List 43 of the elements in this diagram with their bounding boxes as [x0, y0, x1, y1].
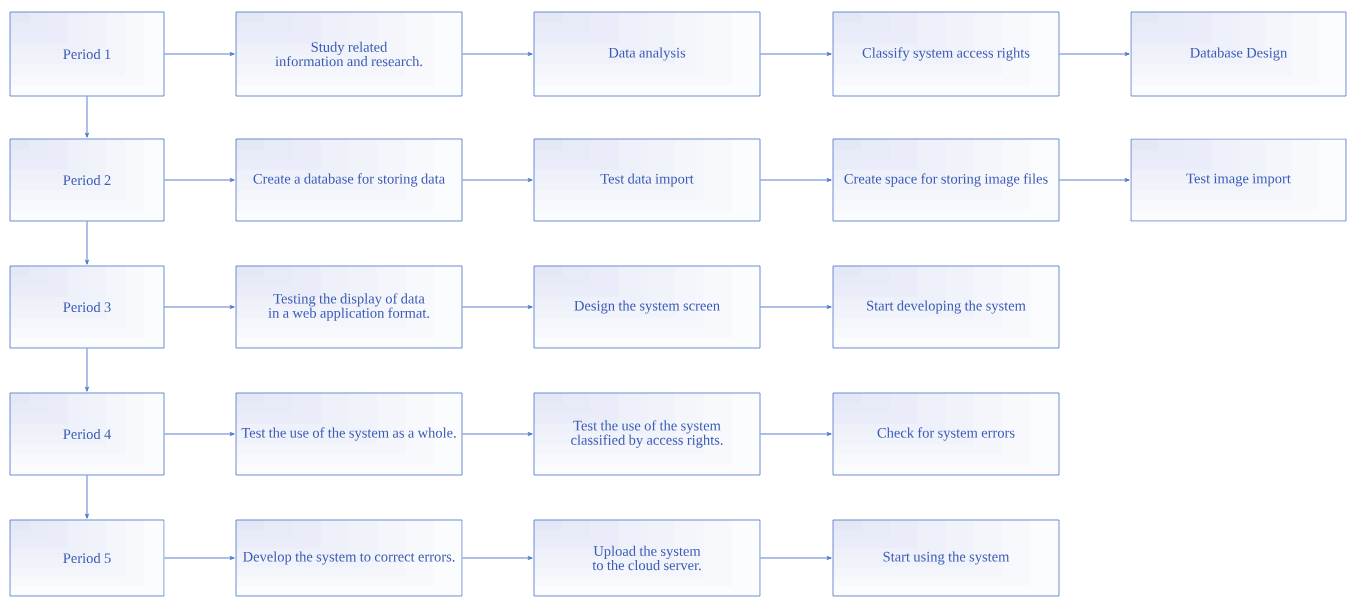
- task-box: Create space for storing image files: [832, 138, 1060, 222]
- arrow: [759, 432, 832, 436]
- task-box: Upload the system to the cloud server.: [533, 519, 761, 597]
- arrow: [461, 556, 533, 560]
- arrow: [759, 305, 832, 309]
- task-box: Test image import: [1130, 138, 1347, 222]
- arrow: [163, 556, 235, 560]
- period-box: Period 3: [9, 265, 165, 349]
- arrow: [461, 305, 533, 309]
- arrow: [759, 178, 832, 182]
- task-box: Test the use of the system classified by access rights.: [533, 392, 761, 476]
- task-box: Design the system screen: [533, 265, 761, 349]
- task-box: Test data import: [533, 138, 761, 222]
- task-box: Classify system access rights: [832, 11, 1060, 97]
- task-box: Testing the display of data in a web application format.: [235, 265, 463, 349]
- arrow: [163, 305, 235, 309]
- task-box: Test the use of the system as a whole.: [235, 392, 463, 476]
- task-box: Check for system errors: [832, 392, 1060, 476]
- arrow: [85, 220, 89, 265]
- arrow: [1058, 178, 1130, 182]
- task-box: Database Design: [1130, 11, 1347, 97]
- task-box: Study related information and research.: [235, 11, 463, 97]
- arrow: [85, 474, 89, 519]
- task-box: Start using the system: [832, 519, 1060, 597]
- task-box: Create a database for storing data: [235, 138, 463, 222]
- arrow: [85, 347, 89, 392]
- arrow: [461, 178, 533, 182]
- period-box: Period 4: [9, 392, 165, 476]
- arrow: [759, 52, 832, 56]
- arrow: [163, 52, 235, 56]
- task-box: Start developing the system: [832, 265, 1060, 349]
- arrow: [461, 52, 533, 56]
- task-box: Develop the system to correct errors.: [235, 519, 463, 597]
- period-box: Period 5: [9, 519, 165, 597]
- arrow: [1058, 52, 1130, 56]
- task-box: Data analysis: [533, 11, 761, 97]
- arrow: [85, 95, 89, 138]
- arrow: [759, 556, 832, 560]
- period-box: Period 1: [9, 11, 165, 97]
- period-box: Period 2: [9, 138, 165, 222]
- arrow: [163, 178, 235, 182]
- arrow: [163, 432, 235, 436]
- arrow: [461, 432, 533, 436]
